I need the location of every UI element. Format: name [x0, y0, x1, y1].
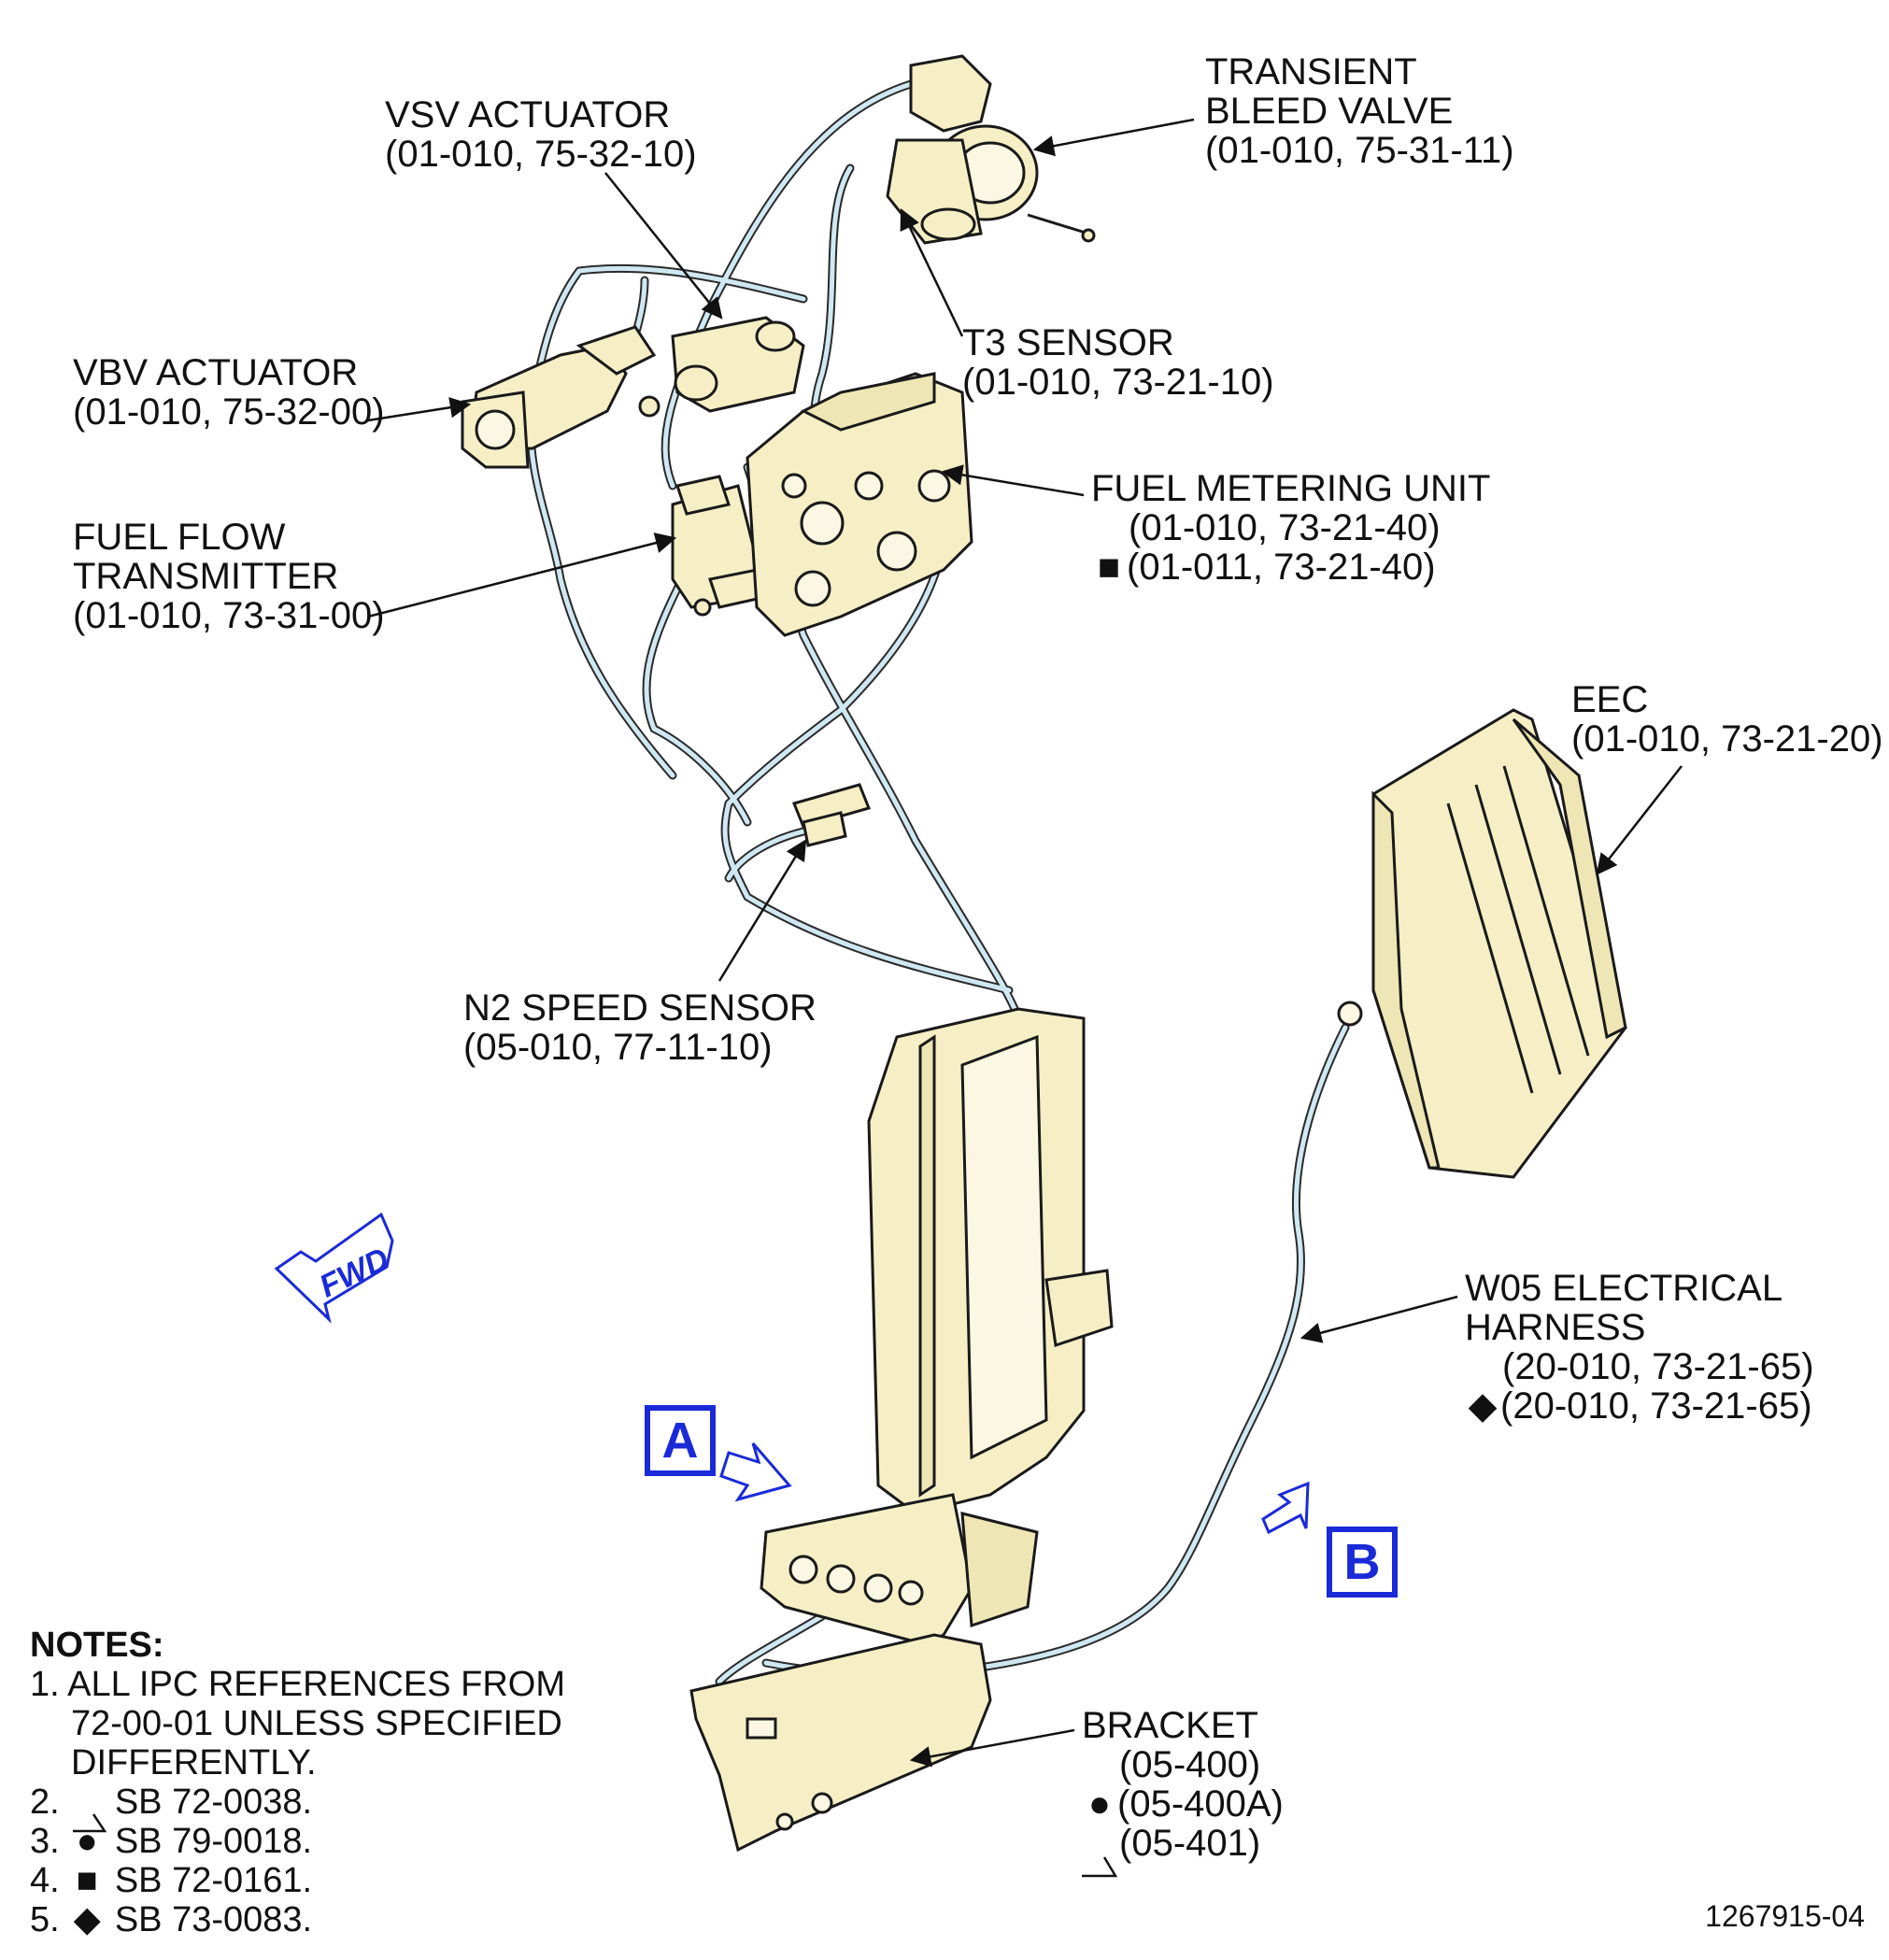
circle-symbol: ● — [1087, 1783, 1112, 1825]
vsv-actuator-part — [638, 316, 805, 418]
label-w05-line1: W05 ELECTRICAL — [1465, 1268, 1783, 1309]
note-4-num: 4. — [30, 1861, 60, 1900]
label-eec: EEC (01-010, 73-21-20) — [1571, 680, 1883, 759]
note-2-num: 2. — [30, 1782, 60, 1822]
label-fuel-flow-transmitter: FUEL FLOW TRANSMITTER (01-010, 73-31-00) — [73, 518, 385, 635]
label-eec-ref: (01-010, 73-21-20) — [1571, 718, 1883, 760]
square-symbol: ■ — [1097, 547, 1121, 588]
label-vbv-ref: (01-010, 75-32-00) — [73, 391, 385, 433]
note-3-num: 3. — [30, 1822, 60, 1861]
figure-number: 1267915-04 — [1705, 1899, 1865, 1933]
harness-junction-frame — [760, 1007, 1114, 1646]
label-vsv-ref: (01-010, 75-32-10) — [385, 134, 697, 175]
label-w05-line2: HARNESS — [1465, 1307, 1646, 1348]
label-t3-ref: (01-010, 73-21-10) — [962, 362, 1274, 403]
label-n2-ref: (05-010, 77-11-10) — [463, 1027, 773, 1068]
label-vbv-actuator: VBV ACTUATOR (01-010, 75-32-00) — [73, 353, 385, 432]
note-5-symbol: ◆ — [73, 1900, 101, 1939]
label-vbv-line1: VBV ACTUATOR — [73, 352, 359, 393]
label-bracket-ref3: (05-401) — [1119, 1823, 1261, 1864]
transient-bleed-valve-part — [886, 54, 1096, 245]
label-fuel-metering-unit: FUEL METERING UNIT (01-010, 73-21-40) ■(… — [1091, 469, 1490, 587]
leader-lines — [367, 118, 1683, 1768]
note-2: 2. SB 72-0038. — [30, 1782, 565, 1822]
note-5: 5. ◆ SB 73-0083. — [30, 1900, 565, 1939]
label-fft-ref: (01-010, 73-31-00) — [73, 595, 385, 636]
note-3-text: SB 79-0018. — [114, 1822, 313, 1861]
bracket-part — [689, 1633, 992, 1853]
view-arrow-b — [1261, 1481, 1310, 1535]
label-w05-harness: W05 ELECTRICAL HARNESS (20-010, 73-21-65… — [1465, 1269, 1814, 1426]
note-1: 1. ALL IPC REFERENCES FROM — [30, 1665, 565, 1704]
notes-title: NOTES: — [30, 1626, 164, 1665]
label-n2-line1: N2 SPEED SENSOR — [463, 987, 817, 1029]
note-4-text: SB 72-0161. — [114, 1861, 313, 1900]
note-1-num: 1. — [30, 1665, 60, 1704]
label-tbv-line1: TRANSIENT — [1205, 51, 1417, 92]
note-4-symbol: ■ — [76, 1861, 98, 1900]
label-w05-ref1: (20-010, 73-21-65) — [1502, 1346, 1814, 1387]
note-3-symbol: ● — [76, 1822, 98, 1861]
view-marker-b: B — [1327, 1527, 1398, 1598]
label-tbv-line2: BLEED VALVE — [1205, 91, 1454, 132]
label-tbv-ref: (01-010, 75-31-11) — [1205, 130, 1514, 171]
label-vsv-line1: VSV ACTUATOR — [385, 94, 671, 135]
label-vsv-actuator: VSV ACTUATOR (01-010, 75-32-10) — [385, 95, 697, 174]
vbv-actuator-part — [461, 325, 657, 469]
label-n2-speed-sensor: N2 SPEED SENSOR (05-010, 77-11-10) — [463, 988, 817, 1067]
note-1-cont1: 72-00-01 UNLESS SPECIFIED — [71, 1704, 562, 1743]
label-t3-sensor: T3 SENSOR (01-010, 73-21-10) — [962, 323, 1274, 402]
fwd-arrow: FWD — [274, 1212, 394, 1324]
note-5-text: SB 73-0083. — [114, 1900, 313, 1939]
label-eec-line1: EEC — [1571, 679, 1649, 720]
note-4: 4. ■ SB 72-0161. — [30, 1861, 565, 1900]
label-fft-line1: FUEL FLOW — [73, 517, 286, 558]
note-5-num: 5. — [30, 1900, 60, 1939]
label-bracket: BRACKET (05-400) ●(05-400A) (05-401) — [1082, 1706, 1284, 1863]
view-marker-a: A — [645, 1405, 716, 1476]
n2-speed-sensor-part — [791, 783, 872, 847]
note-1-text: ALL IPC REFERENCES FROM — [67, 1665, 565, 1704]
eec-part — [1337, 708, 1627, 1179]
fuel-metering-unit-part — [746, 372, 973, 637]
label-fft-line2: TRANSMITTER — [73, 556, 339, 597]
view-arrow-a — [719, 1442, 792, 1502]
fuel-flow-transmitter-part — [671, 475, 763, 617]
label-fmu-line1: FUEL METERING UNIT — [1091, 468, 1491, 509]
note-1-cont2: DIFFERENTLY. — [71, 1743, 317, 1782]
label-w05-ref2: (20-010, 73-21-65) — [1500, 1385, 1812, 1427]
label-fmu-ref2: (01-011, 73-21-40) — [1127, 547, 1436, 588]
diamond-symbol: ◆ — [1468, 1385, 1498, 1427]
label-bracket-line1: BRACKET — [1082, 1705, 1258, 1746]
label-transient-bleed-valve: TRANSIENT BLEED VALVE (01-010, 75-31-11) — [1205, 52, 1514, 170]
label-bracket-ref2: (05-400A) — [1117, 1783, 1284, 1825]
label-bracket-ref1: (05-400) — [1119, 1744, 1261, 1785]
label-fmu-ref1: (01-010, 73-21-40) — [1129, 507, 1441, 548]
note-3: 3. ● SB 79-0018. — [30, 1822, 565, 1861]
triangle-symbols — [73, 1813, 1118, 1878]
notes-block: NOTES: 1. ALL IPC REFERENCES FROM 72-00-… — [30, 1626, 565, 1939]
note-2-text: SB 72-0038. — [114, 1782, 313, 1822]
label-t3-line1: T3 SENSOR — [962, 322, 1174, 363]
